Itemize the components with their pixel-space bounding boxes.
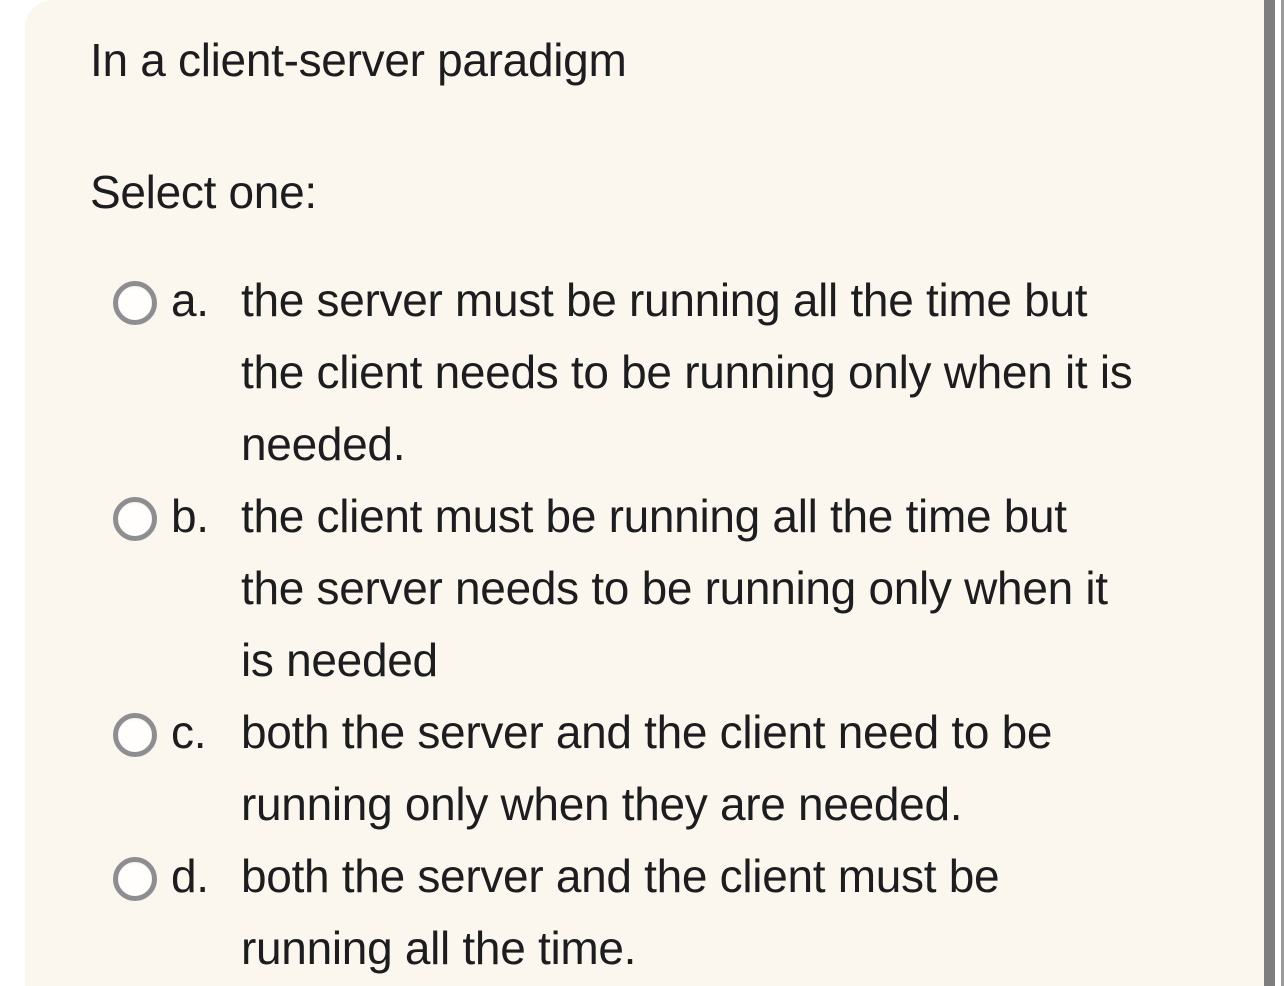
answer-option-a[interactable]: a. the server must be running all the ti… [90,264,1264,480]
answer-option-b[interactable]: b. the client must be running all the ti… [90,480,1264,696]
option-text-c: both the server and the client need to b… [241,706,1053,830]
answer-option-d[interactable]: d. both the server and the client must b… [90,840,1264,984]
question-card: In a client-server paradigm Select one: … [25,0,1264,986]
select-one-label: Select one: [90,166,317,218]
option-letter-d: d. [171,850,209,902]
radio-button-a[interactable] [113,281,157,325]
option-text-b: the client must be running all the time … [241,490,1108,686]
radio-button-b[interactable] [113,497,157,541]
option-letter-b: b. [171,490,209,542]
option-text-a: the server must be running all the time … [241,274,1133,470]
answer-option-c[interactable]: c. both the server and the client need t… [90,696,1264,840]
answer-options-list: a. the server must be running all the ti… [90,264,1264,984]
scrollbar[interactable] [1264,0,1275,986]
radio-button-d[interactable] [113,857,157,901]
option-letter-a: a. [171,274,209,326]
question-text: In a client-server paradigm [90,34,627,86]
radio-button-c[interactable] [113,713,157,757]
screen-right-border [1281,0,1284,986]
option-text-d: both the server and the client must be r… [241,850,1000,974]
option-letter-c: c. [171,706,207,758]
